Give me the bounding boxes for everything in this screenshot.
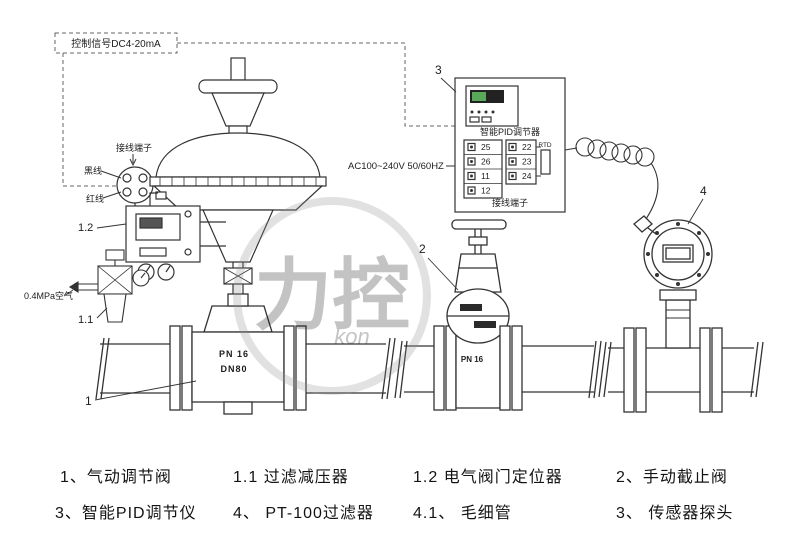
air-supply-label: 0.4MPa空气 (24, 290, 73, 301)
callout-1-1: 1.1 (78, 314, 93, 326)
terminal-26: 26 (481, 157, 491, 167)
legend-item-3b: 3、 传感器探头 (616, 505, 734, 522)
rtd-label: RTD (538, 142, 552, 149)
watermark-subtext: kon (334, 324, 369, 349)
wiring-junction (116, 166, 154, 206)
manual-stop-valve (394, 219, 602, 411)
valve1-marking-pn: PN 16 (219, 349, 249, 359)
callout-3: 3 (435, 63, 442, 77)
legend-item-4-1: 4.1、 毛细管 (413, 505, 512, 522)
callout-lines (94, 77, 704, 401)
red-wire-label: 红线 (86, 193, 104, 204)
controller-terminals-label: 接线端子 (492, 197, 528, 208)
terminal-22: 22 (522, 142, 532, 152)
callout-1-2: 1.2 (78, 222, 93, 234)
pneumatic-actuator (149, 57, 327, 306)
legend-item-1: 1、气动调节阀 (60, 469, 172, 486)
air-supply-pointer (63, 289, 74, 297)
pid-controller-name: 智能PID调节器 (480, 126, 540, 137)
filter-regulator (68, 249, 150, 323)
black-wire-label: 黑线 (84, 165, 102, 176)
terminal-24: 24 (522, 171, 532, 181)
legend-item-3: 3、智能PID调节仪 (55, 505, 197, 522)
sensor-assembly (598, 215, 764, 413)
callout-4: 4 (700, 184, 707, 198)
legend-item-4: 4、 PT-100过滤器 (233, 505, 374, 522)
control-valve-body (95, 293, 396, 415)
ac-power-label: AC100~240V 50/60HZ (348, 161, 444, 172)
control-signal-label: 控制信号DC4-20mA (71, 37, 161, 50)
terminal-12: 12 (481, 186, 491, 196)
watermark: 力控 kon (233, 197, 431, 395)
legend-item-1-2: 1.2 电气阀门定位器 (413, 469, 563, 486)
control-signal-lines (54, 32, 455, 187)
callout-2: 2 (419, 242, 426, 256)
coiled-cable (564, 137, 659, 220)
valve2-marking-pn: PN 16 (461, 355, 484, 364)
pid-controller-box (454, 77, 566, 213)
legend-item-2: 2、手动截止阀 (616, 469, 728, 486)
terminal-23: 23 (522, 157, 532, 167)
junction-title-label: 接线端子 (116, 142, 152, 153)
junction-title-arrow (129, 154, 137, 167)
black-wire-pointer (100, 170, 122, 179)
terminal-25: 25 (481, 142, 491, 152)
callout-1: 1 (85, 394, 92, 408)
red-wire-pointer (102, 191, 122, 199)
watermark-text: 力控 (254, 251, 410, 339)
legend-item-1-1: 1.1 过滤减压器 (233, 469, 349, 486)
valve-positioner (125, 192, 226, 281)
valve1-marking-dn: DN80 (220, 364, 247, 374)
terminal-11: 11 (481, 171, 490, 181)
